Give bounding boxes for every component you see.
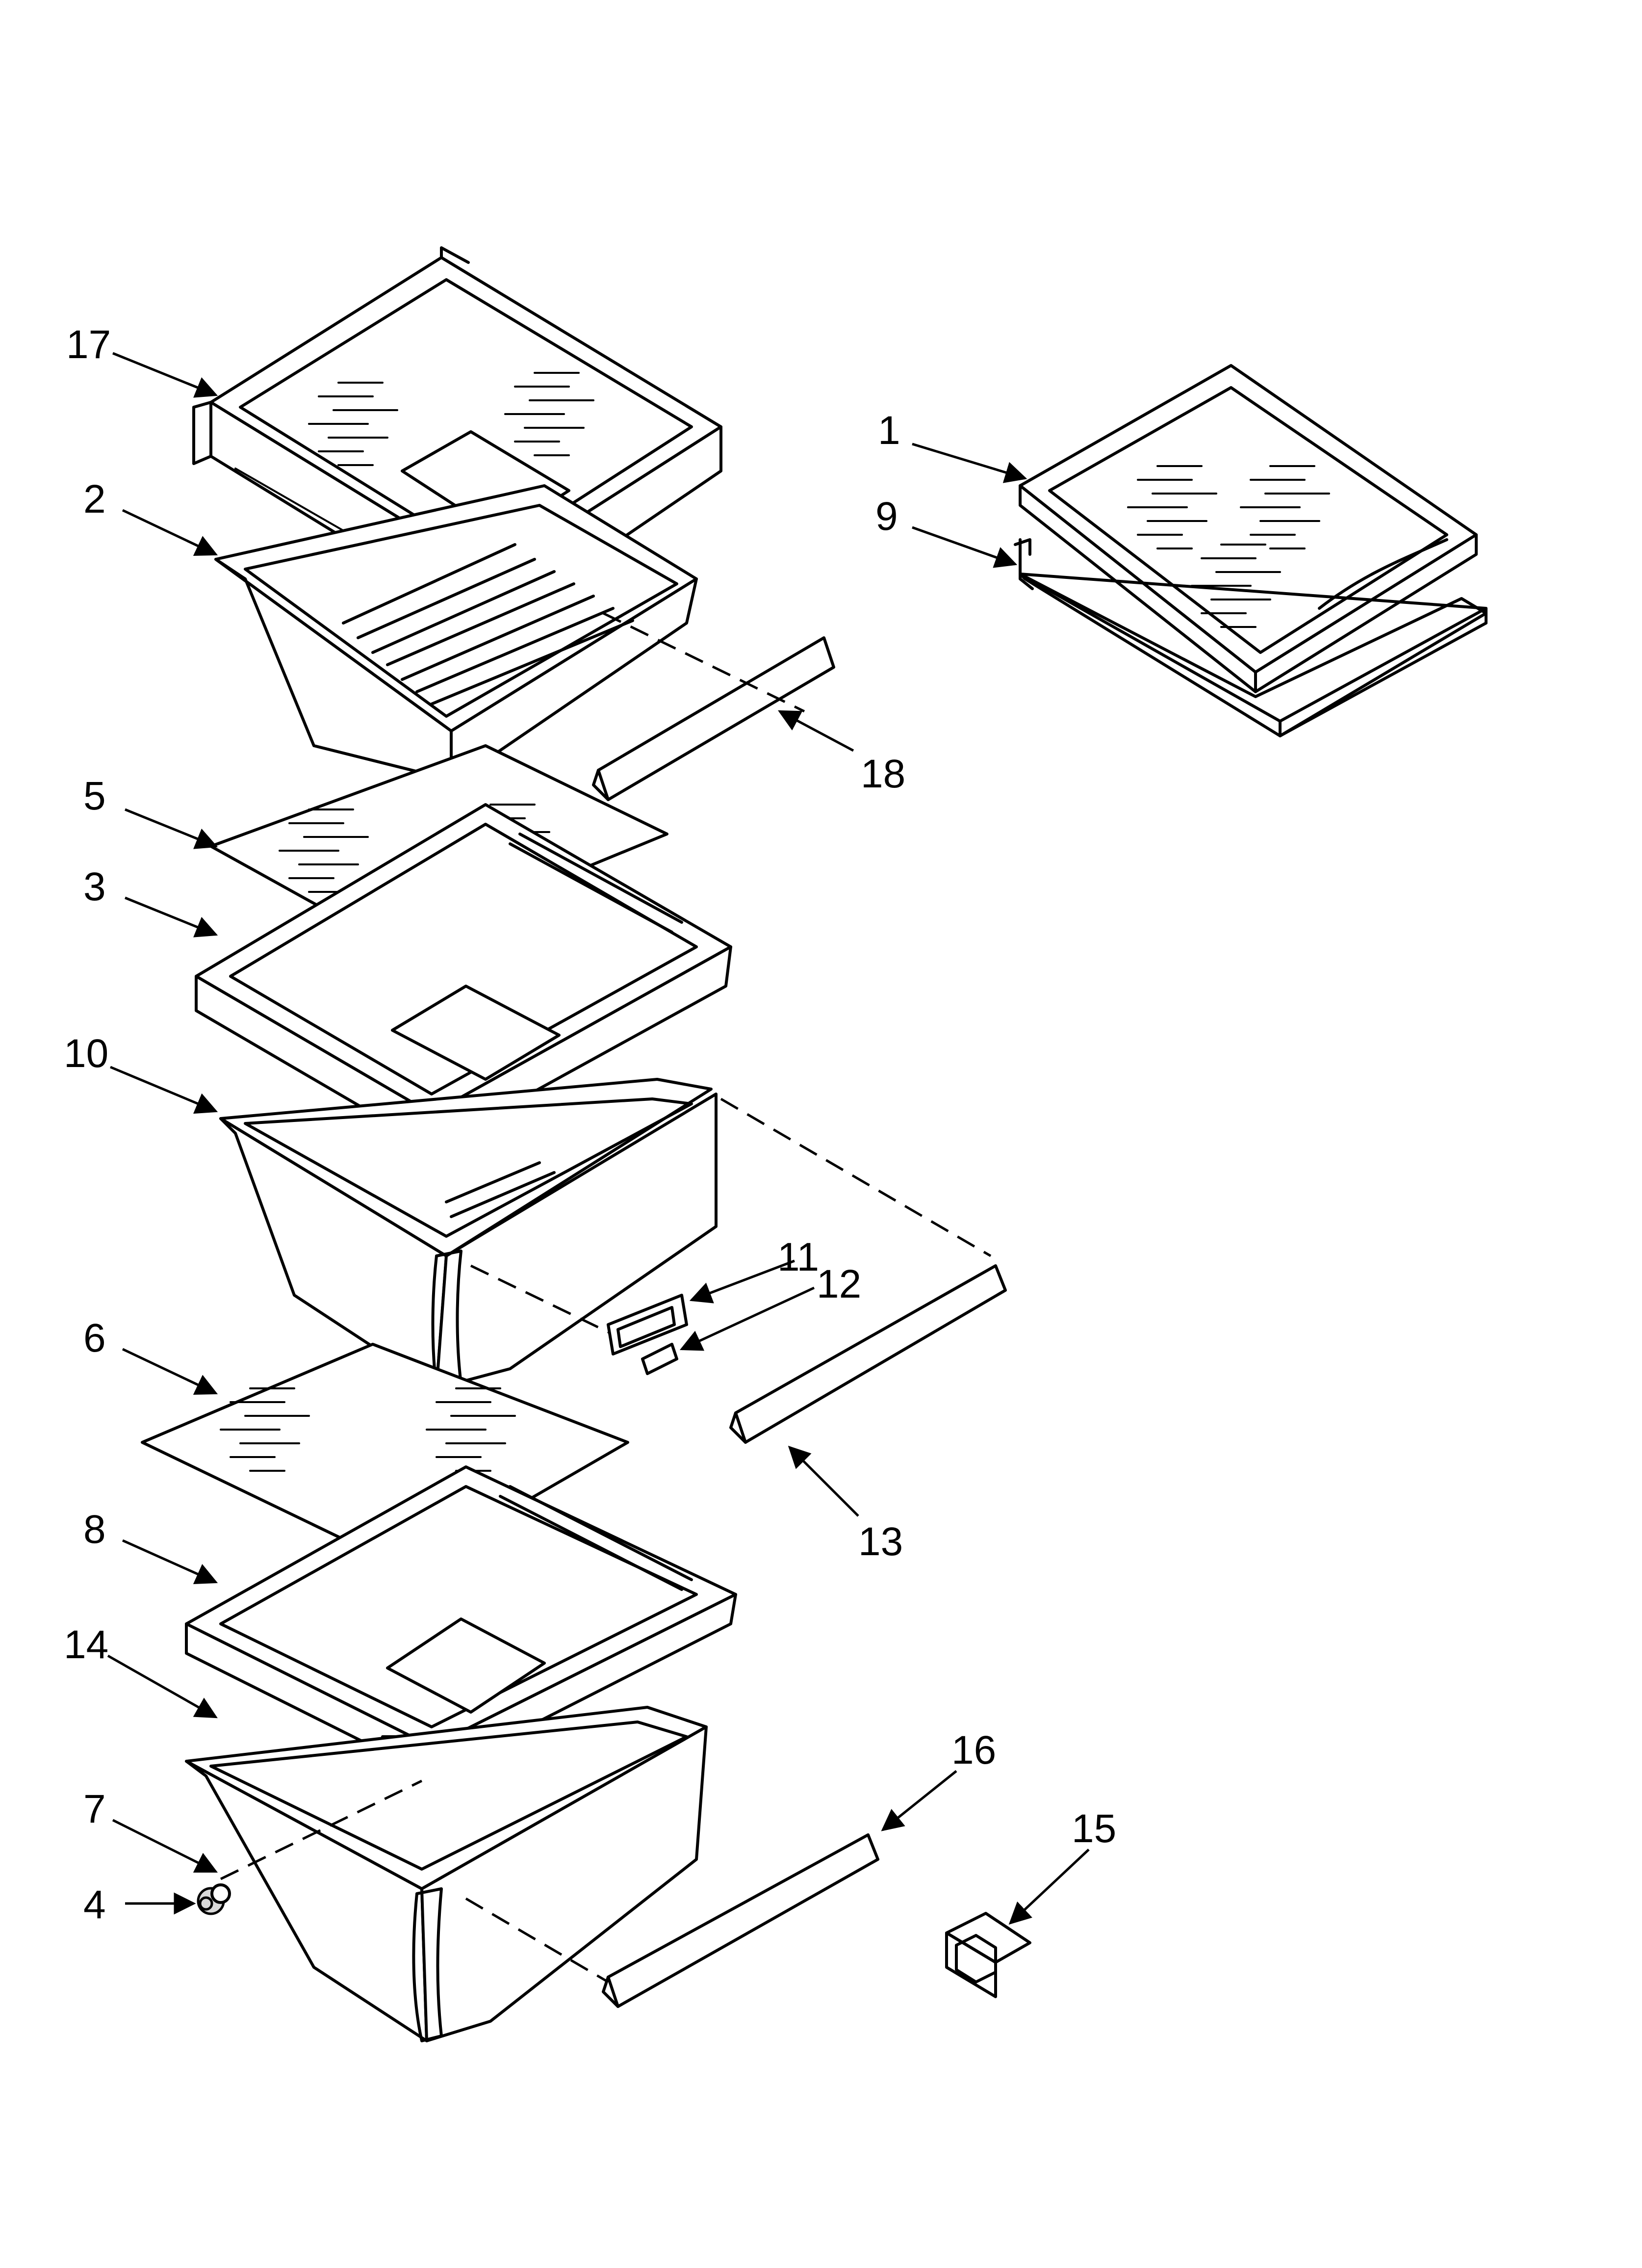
label-part-5: 5 (83, 774, 106, 818)
label-part-15: 15 (1072, 1806, 1116, 1851)
part-labels: 17 2 5 3 10 6 8 14 7 4 1 9 18 11 12 13 1… (64, 322, 1116, 1927)
part-1-glass-shelf (1019, 364, 1478, 693)
part-3-grille (509, 833, 683, 934)
label-part-11: 11 (777, 1235, 819, 1279)
label-part-2: 2 (83, 477, 106, 521)
label-part-3: 3 (83, 864, 106, 909)
label-part-18: 18 (861, 752, 905, 796)
part-18-drawer-trim (592, 612, 835, 801)
label-part-16: 16 (951, 1728, 996, 1773)
label-part-12: 12 (817, 1262, 861, 1306)
label-part-8: 8 (83, 1507, 106, 1552)
part-16-drawer-trim (602, 1833, 879, 2008)
part-4-knob (197, 1883, 231, 1915)
part-11-clip (607, 1294, 688, 1356)
part-10-crisper-drawer (219, 1078, 992, 1390)
part-8-grille (499, 1485, 693, 1591)
label-part-7: 7 (83, 1787, 106, 1831)
part-10-floor-ribs (445, 1161, 556, 1218)
part-14-crisper-drawer (185, 1706, 708, 2042)
label-part-6: 6 (83, 1316, 106, 1360)
label-part-4: 4 (83, 1882, 106, 1927)
leader-lines (107, 352, 1090, 1925)
part-2-ribs (342, 543, 634, 705)
part-9-shelf-frame (1014, 538, 1488, 737)
label-part-17: 17 (66, 322, 111, 367)
part-15-bracket (945, 1912, 1031, 1998)
part-6-glass-panel (141, 1343, 629, 1571)
part-13-drawer-trim (729, 1264, 1007, 1444)
part-12-clip (641, 1343, 678, 1375)
label-part-9: 9 (875, 494, 898, 539)
label-part-13: 13 (858, 1519, 903, 1564)
label-part-1: 1 (878, 408, 900, 453)
label-part-14: 14 (64, 1622, 108, 1667)
label-part-10: 10 (64, 1031, 108, 1076)
